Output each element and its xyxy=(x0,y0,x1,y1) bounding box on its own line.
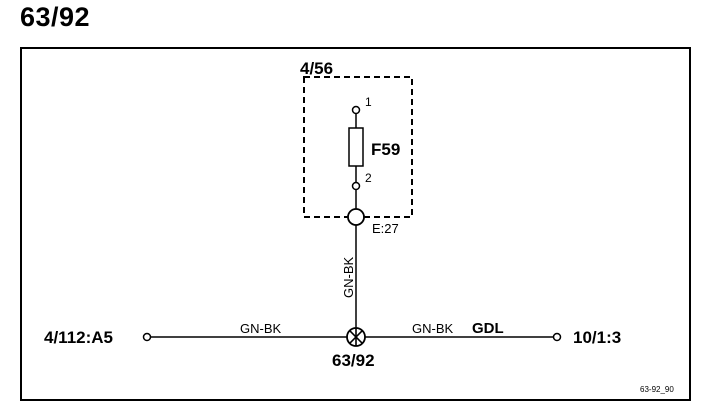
splice-label: 63/92 xyxy=(332,351,375,370)
left-terminal xyxy=(142,332,152,342)
fuse-pin-2-label: 2 xyxy=(365,171,372,185)
splice-63-92 xyxy=(346,327,366,347)
right-wire-signal-label: GDL xyxy=(472,320,504,337)
figure-reference: 63-92_90 xyxy=(640,385,674,394)
fuse-label: F59 xyxy=(371,140,400,159)
right-wire-color-label: GN-BK xyxy=(412,321,454,336)
vertical-wire-color-label: GN-BK xyxy=(341,257,356,299)
right-terminal xyxy=(552,332,562,342)
left-wire-color-label: GN-BK xyxy=(240,321,282,336)
fuse-pin-2-terminal xyxy=(351,181,361,191)
connector-e27 xyxy=(347,208,365,226)
fuse-pin-1-label: 1 xyxy=(365,95,372,109)
connector-label: E:27 xyxy=(372,221,399,236)
right-terminal-label: 10/1:3 xyxy=(573,328,621,347)
fuse-body xyxy=(348,127,364,167)
diagram-frame xyxy=(20,47,691,401)
left-terminal-label: 4/112:A5 xyxy=(44,328,113,347)
page-title: 63/92 xyxy=(20,2,91,32)
component-label: 4/56 xyxy=(300,59,333,78)
fuse-pin-1-terminal xyxy=(351,105,361,115)
